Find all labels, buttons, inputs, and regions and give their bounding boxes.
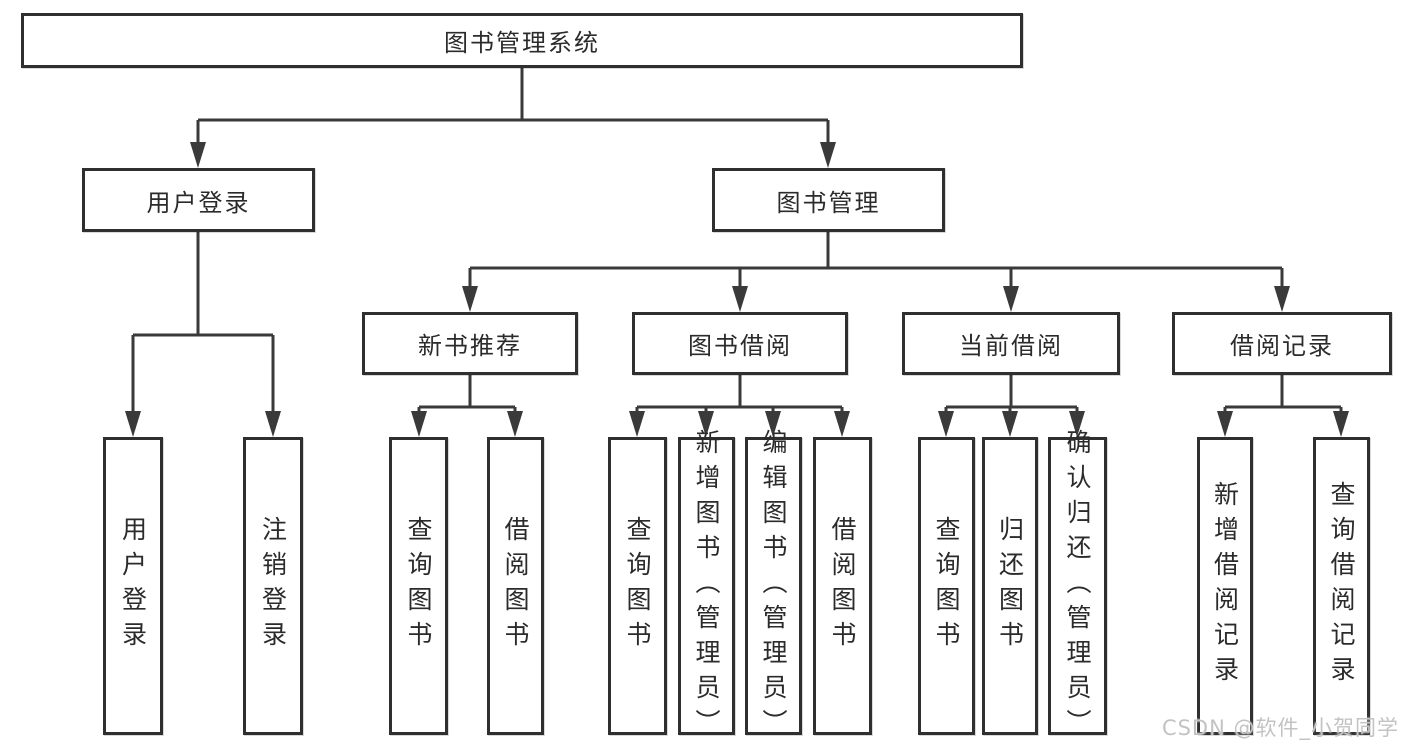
leaf-query-borrow-record: 查询借阅记录 [1313, 437, 1370, 735]
leaf-edit-book-admin-label: 编辑图书（管理员） [759, 428, 788, 744]
leaf-confirm-return-admin: 确认归还（管理员） [1048, 429, 1107, 744]
leaf-return-book: 归还图书 [982, 437, 1038, 735]
leaf-add-book-admin: 新增图书（管理员） [678, 429, 735, 744]
node-current-borrow-label: 当前借阅 [959, 332, 1063, 360]
leaf-borrow-book-recommend: 借阅图书 [487, 437, 544, 735]
leaf-borrow-book-label: 借阅图书 [828, 516, 857, 656]
node-borrow-records: 借阅记录 [1172, 312, 1392, 375]
leaf-borrow-book: 借阅图书 [813, 437, 872, 735]
node-borrow-records-label: 借阅记录 [1230, 332, 1334, 360]
node-user-login-label: 用户登录 [146, 188, 251, 217]
node-book-management-label: 图书管理 [776, 188, 881, 217]
leaf-user-login-label: 用户登录 [118, 516, 148, 656]
csdn-watermark: CSDN @软件_小贺同学 [1161, 716, 1399, 740]
leaf-logout: 注销登录 [243, 437, 303, 735]
leaf-borrow-book-recommend-label: 借阅图书 [501, 516, 530, 656]
leaf-query-book-borrow-label: 查询图书 [623, 516, 652, 656]
node-book-borrow: 图书借阅 [632, 312, 848, 375]
leaf-user-login: 用户登录 [103, 437, 163, 735]
leaf-logout-label: 注销登录 [258, 516, 288, 656]
leaf-add-borrow-record: 新增借阅记录 [1197, 437, 1253, 735]
leaf-add-book-admin-label: 新增图书（管理员） [692, 428, 721, 744]
node-book-borrow-label: 图书借阅 [688, 332, 792, 360]
arrowheads [125, 142, 1349, 437]
node-root: 图书管理系统 [21, 13, 1023, 68]
leaf-query-book-current: 查询图书 [918, 437, 975, 735]
node-book-management: 图书管理 [712, 168, 945, 232]
leaf-confirm-return-admin-label: 确认归还（管理员） [1063, 428, 1092, 744]
leaf-query-borrow-record-label: 查询借阅记录 [1327, 481, 1356, 691]
node-current-borrow: 当前借阅 [902, 312, 1120, 375]
leaf-query-book-current-label: 查询图书 [932, 516, 961, 656]
leaf-return-book-label: 归还图书 [995, 516, 1025, 656]
node-root-label: 图书管理系统 [444, 29, 600, 57]
leaf-query-book-borrow: 查询图书 [608, 437, 667, 735]
leaf-add-borrow-record-label: 新增借阅记录 [1210, 481, 1240, 691]
node-new-book-recommend-label: 新书推荐 [418, 332, 522, 360]
node-new-book-recommend: 新书推荐 [362, 312, 578, 375]
leaf-query-book-recommend: 查询图书 [389, 437, 448, 735]
leaf-edit-book-admin: 编辑图书（管理员） [745, 429, 802, 744]
leaf-query-book-recommend-label: 查询图书 [404, 516, 433, 656]
node-user-login: 用户登录 [82, 168, 315, 232]
